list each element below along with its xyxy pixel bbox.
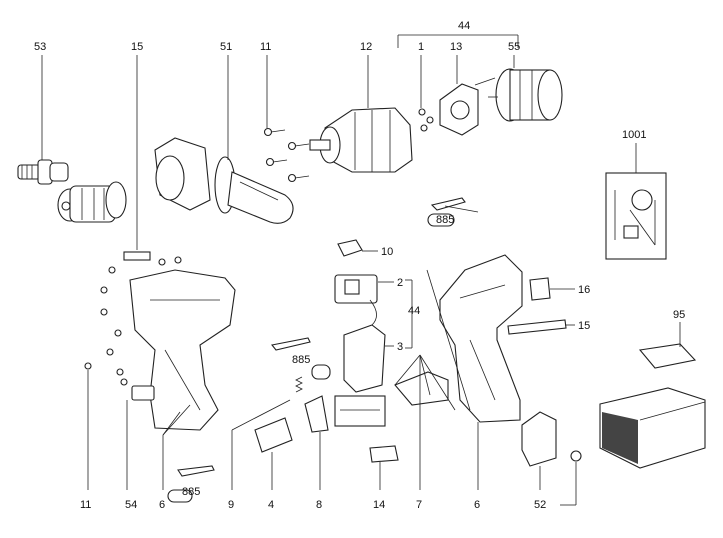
part-15-label-right [507,319,567,335]
part-2-switch [334,274,378,304]
part-1001-schematic [605,172,667,260]
label-44-top: 44 [458,20,470,32]
part-1-screws [418,108,434,132]
leaders-6-left [162,404,191,490]
label-6-left: 6 [159,499,165,511]
label-15-right: 15 [578,320,590,332]
label-14: 14 [373,499,385,511]
part-55-motor [488,68,563,122]
label-13: 13 [450,41,462,53]
part-7-foot [394,371,449,406]
part-95-cap [638,322,697,369]
part-4-battery-terminal [254,417,293,453]
part-885-grease-bottom [167,465,215,503]
label-16: 16 [578,284,590,296]
leaders-7 [394,354,456,490]
label-9: 9 [228,499,234,511]
part-8-latch [304,395,329,433]
housing-right [439,254,523,423]
label-95: 95 [673,309,685,321]
part-9-spring [295,376,303,393]
part-54-clip [131,385,155,401]
part-14-label [369,445,399,463]
label-51: 51 [220,41,232,53]
label-2: 2 [397,277,403,289]
label-12: 12 [360,41,372,53]
part-52-belt-clip [521,411,582,467]
part-12-gearbox [309,107,413,173]
housing-screws [84,256,182,386]
label-6-right: 6 [474,499,480,511]
part-10-lever [337,239,363,257]
drill-chuck [57,181,127,223]
part-885-grease-mid [271,337,331,380]
label-54: 54 [125,499,137,511]
label-885-bottom: 885 [182,486,200,498]
label-53: 53 [34,41,46,53]
part-13-brush-plate [439,77,496,136]
label-11-bottom: 11 [80,499,91,511]
part-885-grease-top [427,197,479,227]
label-1: 1 [418,41,424,53]
part-11-screws [263,127,310,183]
part-51-side-handle [154,137,294,224]
label-55: 55 [508,41,520,53]
label-4: 4 [268,499,274,511]
part-15-label [123,251,151,261]
label-52: 52 [534,499,546,511]
label-885-mid: 885 [292,354,310,366]
part-3-electronics [334,299,386,427]
label-1001: 1001 [622,129,646,141]
label-3: 3 [397,341,403,353]
part-53-bit-holder [17,159,69,185]
label-7: 7 [416,499,422,511]
label-885-top: 885 [436,214,454,226]
battery-pack [599,387,706,469]
label-10: 10 [381,246,393,258]
part-16-label [529,277,551,301]
housing-left [129,269,236,431]
label-44-right: 44 [408,305,420,317]
label-8: 8 [316,499,322,511]
label-15: 15 [131,41,143,53]
bracket-44-top [397,34,519,48]
label-11-top: 11 [260,41,271,53]
bracket-44-right [405,279,413,349]
